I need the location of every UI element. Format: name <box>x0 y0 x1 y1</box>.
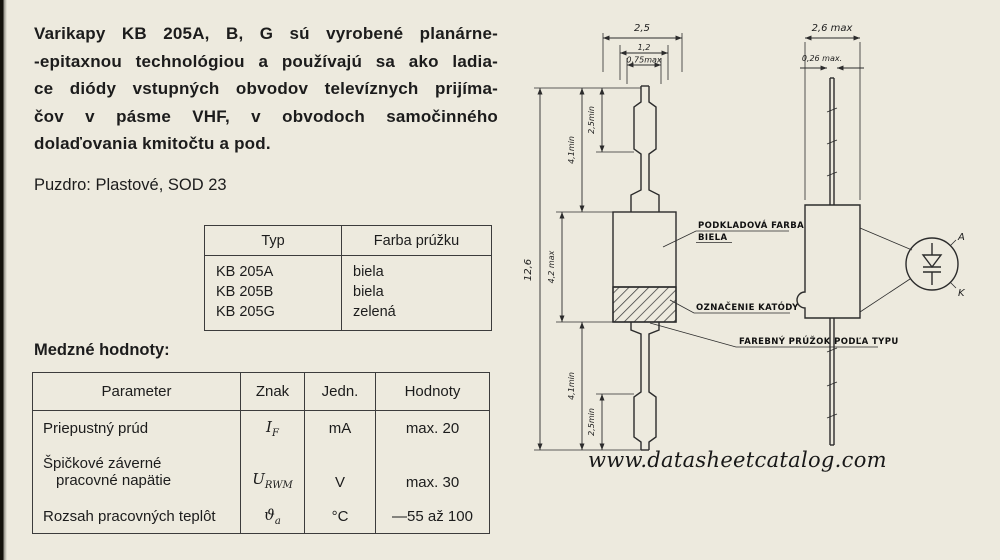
dim-tip-top-label: 2,5min <box>587 106 596 134</box>
callout-base-color-line1: PODKLADOVÁ FARBA <box>698 219 804 231</box>
parameter-cell: Priepustný prúd <box>33 411 241 445</box>
dim-label: 1,2 <box>638 43 651 52</box>
cathode-label: K <box>958 288 966 299</box>
type-table-header-farba: Farba prúžku <box>342 226 491 256</box>
dim-label: 0,75max <box>626 56 662 65</box>
symbol-cell: URWM <box>241 445 305 499</box>
type-table-header-typ: Typ <box>205 226 342 256</box>
parameter-cell: Špičkové záverné pracovné napätie <box>33 445 241 499</box>
limits-header-parameter: Parameter <box>33 373 241 411</box>
type-table-spacer <box>205 322 342 330</box>
side-top-dimensions: 2,6 max 0,26 max. <box>800 23 864 200</box>
front-view: 2,5 1,2 0,75max <box>523 23 899 451</box>
watermark-url: www.datasheetcatalog.com <box>588 448 887 472</box>
dim-overall-label: 12,6 <box>523 259 534 281</box>
side-view: 2,6 max 0,26 max. <box>796 23 913 446</box>
package-line: Puzdro: Plastové, SOD 23 <box>34 176 227 194</box>
symbol-circle <box>905 237 959 291</box>
callout-cathode-marking: OZNAČENIE KATÓDY <box>696 301 799 313</box>
bottom-lead <box>630 322 660 451</box>
symbol-theta-a: ϑa <box>264 505 281 527</box>
side-bottom-lead <box>826 318 838 446</box>
limits-table: Parameter Znak Jedn. Hodnoty Priepustný … <box>32 372 490 534</box>
diode-triangle <box>921 254 943 269</box>
dim-lead-top-label: 4,1min <box>567 136 576 164</box>
front-top-dimensions: 2,5 1,2 0,75max <box>602 23 683 84</box>
color-cell: zelená <box>353 304 396 320</box>
cathode-band-hatch <box>612 286 677 323</box>
intro-line: -epitaxnou technológiou a používajú sa a… <box>34 51 498 71</box>
type-cell: KB 205B <box>205 282 342 302</box>
limits-header-jedn: Jedn. <box>305 373 376 411</box>
color-cell: biela <box>353 284 384 300</box>
intro-line: Varikapy KB 205A, B, G sú vyrobené planá… <box>34 24 498 43</box>
value-cell: max. 30 <box>405 474 460 491</box>
dim-side-width-label: 2,6 max <box>812 23 853 34</box>
front-left-dimensions: 12,6 4,2 max 4,1min 4,1min 2,5min 2,5min <box>523 87 641 451</box>
dim-lead-bottom-label: 4,1min <box>567 372 576 400</box>
symbol-cell: ϑa <box>241 499 305 533</box>
type-color-table: Typ Farba prúžku KB 205A biela KB 205B b… <box>204 225 492 331</box>
unit-cell: °C <box>305 499 376 533</box>
limits-heading: Medzné hodnoty: <box>34 341 170 359</box>
parameter-cell: Rozsah pracovných teplôt <box>33 499 241 533</box>
dim-lead-thickness-label: 0,26 max. <box>802 54 842 63</box>
type-cell: KB 205G <box>205 302 342 322</box>
unit-cell: mA <box>305 411 376 445</box>
value-cell: max. 20 <box>405 419 460 437</box>
intro-line: čov v pásme VHF, v obvodoch samočinného <box>34 106 498 126</box>
type-table-spacer <box>205 256 342 262</box>
dim-tip-bottom-label: 2,5min <box>587 408 596 436</box>
color-cell: biela <box>353 264 384 280</box>
callout-base-color-line2: BIELA <box>698 233 727 243</box>
callouts: PODKLADOVÁ FARBA BIELA OZNAČENIE KATÓDY … <box>649 219 899 348</box>
scan-left-edge <box>0 0 7 560</box>
varicap-symbol: A K <box>905 232 966 299</box>
value-cell: —55 až 100 <box>392 507 473 525</box>
limits-header-hodnoty: Hodnoty <box>376 373 489 411</box>
symbol-cell: IF <box>241 411 305 445</box>
symbol-IF: IF <box>266 417 279 439</box>
limits-header-znak: Znak <box>241 373 305 411</box>
symbol-URWM: URWM <box>252 470 293 491</box>
unit-cell: V <box>305 445 376 499</box>
side-top-lead <box>826 77 838 205</box>
dim-label: 2,5 <box>634 23 650 34</box>
dim-body-label: 4,2 max <box>547 250 556 283</box>
type-table-spacer <box>342 322 491 330</box>
intro-line: dolaďovania kmitočtu a pod. <box>34 134 271 153</box>
intro-line: ce diódy vstupných obvodov televíznych p… <box>34 79 498 98</box>
intro-paragraph: Varikapy KB 205A, B, G sú vyrobené planá… <box>34 20 498 158</box>
package-body <box>612 211 677 323</box>
type-cell: KB 205A <box>205 262 342 282</box>
top-lead <box>630 85 660 212</box>
package-drawings: 2,5 1,2 0,75max <box>523 23 966 451</box>
callout-color-stripe: FAREBNÝ PRÚŽOK PODĽA TYPU <box>739 335 899 347</box>
anode-label: A <box>957 232 965 243</box>
side-body-outline <box>796 204 861 319</box>
